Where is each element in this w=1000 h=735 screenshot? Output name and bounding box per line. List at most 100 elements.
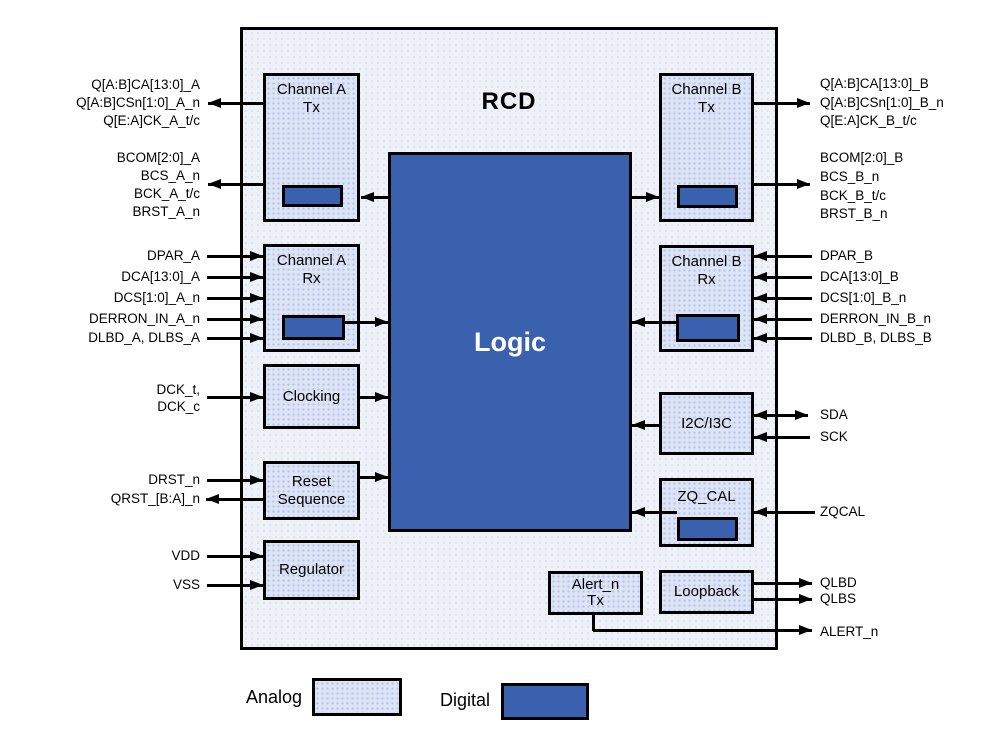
arrow-dpar-b-in <box>754 255 812 258</box>
arrow-dcs-a-in <box>207 297 263 300</box>
arrow-qlbd-out-head-right <box>799 578 812 588</box>
arrow-dpar-a-in <box>207 255 263 258</box>
pin-label-brst-b: BRST_B_n <box>820 206 888 221</box>
arrow-qlbd-out <box>753 582 812 585</box>
clocking-label: Clocking <box>282 387 341 405</box>
alert-n-tx-label: Alert_n <box>571 576 620 593</box>
arrow-dcs-a-in-head-right <box>250 293 263 303</box>
arrow-dca-a-in-head-right <box>250 272 263 282</box>
arrow-logic-to-channel-a-tx <box>361 196 388 199</box>
pin-label-vss: VSS <box>172 577 200 592</box>
pin-label-alert-n: ALERT_n <box>820 624 879 639</box>
reset-sequence-label: Reset <box>291 472 332 490</box>
pin-label-qlbd: QLBD <box>820 575 857 590</box>
arrow-qb-out-group2-head-right <box>797 179 810 189</box>
arrow-channel-b-rx-to-logic <box>632 321 676 324</box>
pin-label-dck-c: DCK_c <box>157 399 200 414</box>
pin-label-bck-b: BCK_B_t/c <box>820 188 887 203</box>
arrow-sck-in-head-left <box>754 432 767 442</box>
arrow-sck-in <box>754 436 810 439</box>
arrow-dpar-a-in-head-right <box>250 251 263 261</box>
pin-label-drst: DRST_n <box>148 472 200 487</box>
chip-title: RCD <box>481 88 537 115</box>
arrow-dck-in-head-right <box>250 392 263 402</box>
pin-label-dlbd-a: DLBD_A, DLBS_A <box>88 330 200 345</box>
arrow-vss-in-head-right <box>250 580 263 590</box>
legend-analog-label: Analog <box>245 687 302 707</box>
arrow-dck-in <box>207 396 263 399</box>
arrow-dlbd-b-in-head-left <box>754 333 767 343</box>
pin-label-vdd: VDD <box>171 548 200 563</box>
clocking-block: Clocking <box>263 364 360 429</box>
loopback-label: Loopback <box>673 583 740 600</box>
alert-n-tx-label2: Tx <box>587 592 604 609</box>
i2c-i3c-label: I2C/I3C <box>681 414 732 432</box>
channel-a-rx-label2: Rx <box>302 270 321 287</box>
channel-a-rx-label: Channel A <box>276 252 347 269</box>
pin-label-dca-b: DCA[13:0]_B <box>820 269 899 284</box>
arrow-qlbs-out-head-right <box>799 594 812 604</box>
regulator-label: Regulator <box>278 561 345 578</box>
arrow-dlbd-b-in <box>754 337 812 340</box>
pin-label-dpar-a: DPAR_A <box>146 248 200 263</box>
arrow-qrst-out <box>206 498 263 501</box>
arrow-zqcal-to-logic <box>632 511 677 514</box>
arrow-logic-to-channel-a-tx-head-left <box>361 192 374 202</box>
arrow-alert-n-out <box>593 629 812 632</box>
pin-label-qck-a: Q[E:A]CK_A_t/c <box>103 113 200 128</box>
arrow-i2c-to-logic-head-left <box>632 420 645 430</box>
channel-b-tx-digital-core <box>677 185 738 208</box>
zq-cal-label: ZQ_CAL <box>677 488 736 505</box>
pin-label-qlbs: QLBS <box>820 591 857 606</box>
channel-a-rx-digital-core <box>282 315 345 340</box>
arrow-dca-b-in-head-left <box>754 272 767 282</box>
loopback-block: Loopback <box>659 570 754 614</box>
arrow-derron-a-in <box>207 318 263 321</box>
legend-digital-swatch <box>501 683 589 720</box>
pin-label-dcs-a: DCS[1:0]_A_n <box>113 290 200 305</box>
pin-label-brst-a: BRST_A_n <box>132 204 200 219</box>
legend-digital-label: Digital <box>439 690 490 710</box>
arrow-qb-out-group1-head-right <box>797 98 810 108</box>
arrow-qa-out-group2 <box>208 183 263 186</box>
arrow-i2c-to-logic <box>632 424 659 427</box>
arrow-clocking-to-logic-head-right <box>375 392 388 402</box>
pin-label-dck-t: DCK_t, <box>156 382 200 397</box>
channel-b-rx-label2: Rx <box>697 271 716 288</box>
pin-label-bcom-a: BCOM[2:0]_A <box>116 150 200 165</box>
reset-sequence-block: Reset Sequence <box>263 461 360 520</box>
channel-a-tx-block: Channel A Tx <box>263 73 360 222</box>
arrow-derron-b-in <box>754 318 812 321</box>
arrow-logic-to-channel-b-tx <box>632 196 659 199</box>
pin-label-qck-b: Q[E:A]CK_B_t/c <box>820 113 917 128</box>
pin-label-derron-b: DERRON_IN_B_n <box>820 311 932 326</box>
arrow-vss-in <box>207 584 263 587</box>
pin-label-qca-b: Q[A:B]CA[13:0]_B <box>820 76 929 91</box>
arrow-sda-bidir <box>754 414 808 417</box>
arrow-derron-b-in-head-left <box>754 314 767 324</box>
pin-label-bcom-b: BCOM[2:0]_B <box>820 150 904 165</box>
arrow-sda-bidir-head-left <box>754 410 767 420</box>
arrow-qb-out-group2 <box>754 183 810 186</box>
arrow-vdd-in-head-right <box>250 551 263 561</box>
arrow-dca-a-in <box>207 276 263 279</box>
channel-b-rx-digital-core <box>676 314 740 342</box>
arrow-derron-a-in-head-right <box>250 314 263 324</box>
pin-label-qca-a: Q[A:B]CA[13:0]_A <box>91 77 200 92</box>
arrow-vdd-in <box>207 555 263 558</box>
arrow-qa-out-group1-head-left <box>208 98 221 108</box>
pin-label-bcs-b: BCS_B_n <box>820 169 880 184</box>
arrow-drst-in <box>207 479 263 482</box>
channel-a-tx-label: Channel A <box>276 81 347 98</box>
i2c-i3c-block: I2C/I3C <box>659 392 754 455</box>
channel-a-tx-label2: Tx <box>303 99 320 116</box>
arrow-zqcal-in <box>754 511 815 514</box>
channel-b-rx-label: Channel B <box>671 253 742 270</box>
arrow-dca-b-in <box>754 276 812 279</box>
alert-n-drop-line <box>592 613 595 631</box>
pin-label-sck: SCK <box>820 429 848 444</box>
arrow-logic-to-channel-b-tx-head-right <box>646 192 659 202</box>
pin-label-qcsn-a: Q[A:B]CSn[1:0]_A_n <box>76 95 200 110</box>
arrow-qrst-out-head-left <box>206 494 219 504</box>
pin-label-zqcal: ZQCAL <box>820 504 866 519</box>
